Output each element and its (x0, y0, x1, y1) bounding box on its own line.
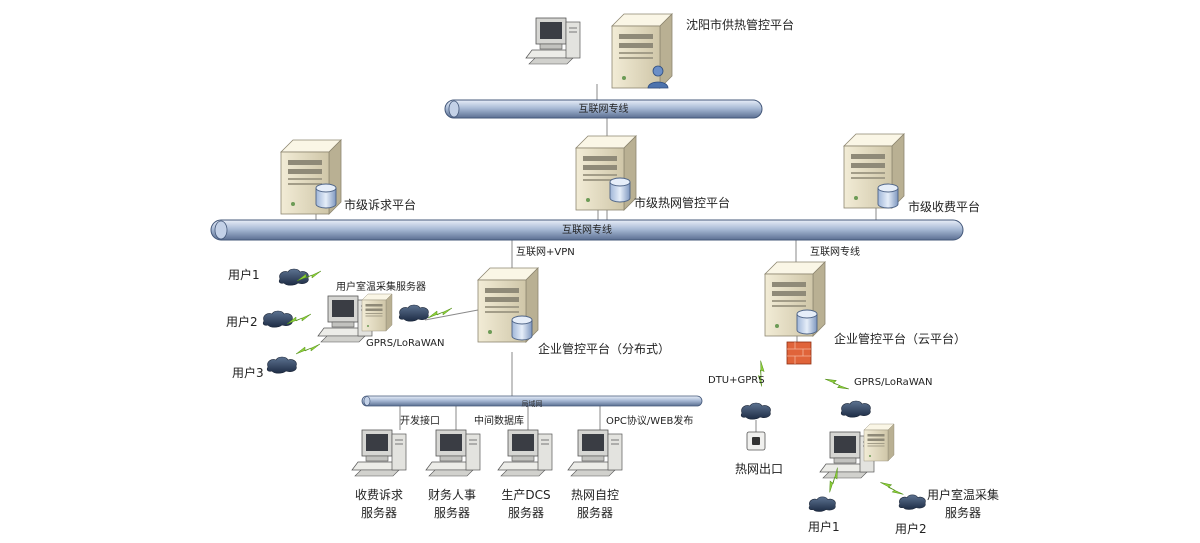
api-label: 开发接口 (400, 416, 440, 427)
server3-label-line2: 服务器 (507, 506, 544, 520)
right-collector-label-line2: 服务器 (944, 506, 981, 520)
left-user2-label: 用户2 (226, 315, 258, 329)
heatnet-platform-label: 市级热网管控平台 (634, 196, 731, 210)
dtu-label: DTU+GPRS (708, 375, 765, 386)
lorawan-cloud-icon (840, 400, 871, 418)
distributed-platform-label: 企业管控平台（分布式） (538, 342, 671, 356)
gprs-cloud-icon (398, 304, 429, 322)
right-user1-label: 用户1 (808, 520, 840, 534)
heat-outlet-label: 热网出口 (735, 462, 784, 476)
user3-cloud-icon (266, 356, 297, 374)
wireless-link-r-user2-icon (880, 475, 904, 502)
shenyang-platform-server-icon (611, 13, 673, 89)
vpn-link-label: 互联网+VPN (516, 247, 575, 258)
top-backbone-pipe (444, 99, 763, 119)
billing-db-icon (877, 183, 899, 209)
middle-db-label: 中间数据库 (474, 416, 524, 427)
server1-label-line1: 收费诉求 (354, 488, 403, 502)
complaint-db-icon (315, 183, 337, 209)
server1-label-line2: 服务器 (360, 506, 397, 520)
main-backbone-label: 互联网专线 (562, 225, 612, 236)
user2-cloud-icon (262, 310, 293, 328)
cloud-platform-label: 企业管控平台（云平台） (834, 332, 967, 346)
heatnet-db-icon (609, 177, 631, 203)
firewall-icon (786, 341, 812, 365)
left-gprs-label: GPRS/LoRaWAN (366, 338, 445, 349)
lan-label: 局域网 (521, 400, 543, 408)
server2-label-line1: 财务人事 (427, 488, 476, 502)
cloud-link-label: 互联网专线 (810, 247, 860, 258)
main-backbone-pipe (210, 219, 964, 241)
right-collector-label-line1: 用户室温采集 (926, 488, 999, 502)
shenyang-platform-label: 沈阳市供热管控平台 (686, 18, 795, 32)
left-user1-label: 用户1 (228, 268, 260, 282)
dcs-server-pc-icon (497, 429, 553, 477)
wireless-link-lorawan-icon (824, 371, 850, 397)
collector-server-icon (361, 293, 393, 332)
r-user1-cloud-icon (808, 496, 836, 512)
autocontrol-server-pc-icon (567, 429, 623, 477)
wireless-link-3-icon (295, 343, 321, 355)
right-collector-server-icon (863, 423, 895, 462)
heat-outlet-device-icon (746, 431, 766, 451)
server2-label-line2: 服务器 (433, 506, 470, 520)
billing-platform-label: 市级收费平台 (908, 200, 981, 214)
lan-bus-pipe (361, 395, 703, 407)
hr-server-pc-icon (425, 429, 481, 477)
top-backbone-label: 互联网专线 (578, 104, 629, 115)
complaint-platform-label: 市级诉求平台 (344, 198, 417, 212)
enterprise-distributed-db-icon (511, 315, 533, 341)
left-user3-label: 用户3 (232, 366, 264, 380)
dtu-cloud-icon (740, 402, 771, 420)
complaint-server-pc-icon (351, 429, 407, 477)
admin-workstation-icon (525, 17, 581, 65)
server4-label-line2: 服务器 (576, 506, 613, 520)
server3-label-line1: 生产DCS (501, 488, 551, 502)
opc-label: OPC协议/WEB发布 (606, 416, 694, 427)
right-user2-label: 用户2 (895, 522, 927, 536)
collector-server-label: 用户室温采集服务器 (336, 282, 426, 293)
server4-label-line1: 热网自控 (570, 488, 619, 502)
user-avatar-icon (647, 65, 669, 89)
right-gprs-label: GPRS/LoRaWAN (854, 377, 933, 388)
enterprise-cloud-db-icon (796, 309, 818, 335)
wireless-link-gprs-icon (427, 307, 453, 319)
